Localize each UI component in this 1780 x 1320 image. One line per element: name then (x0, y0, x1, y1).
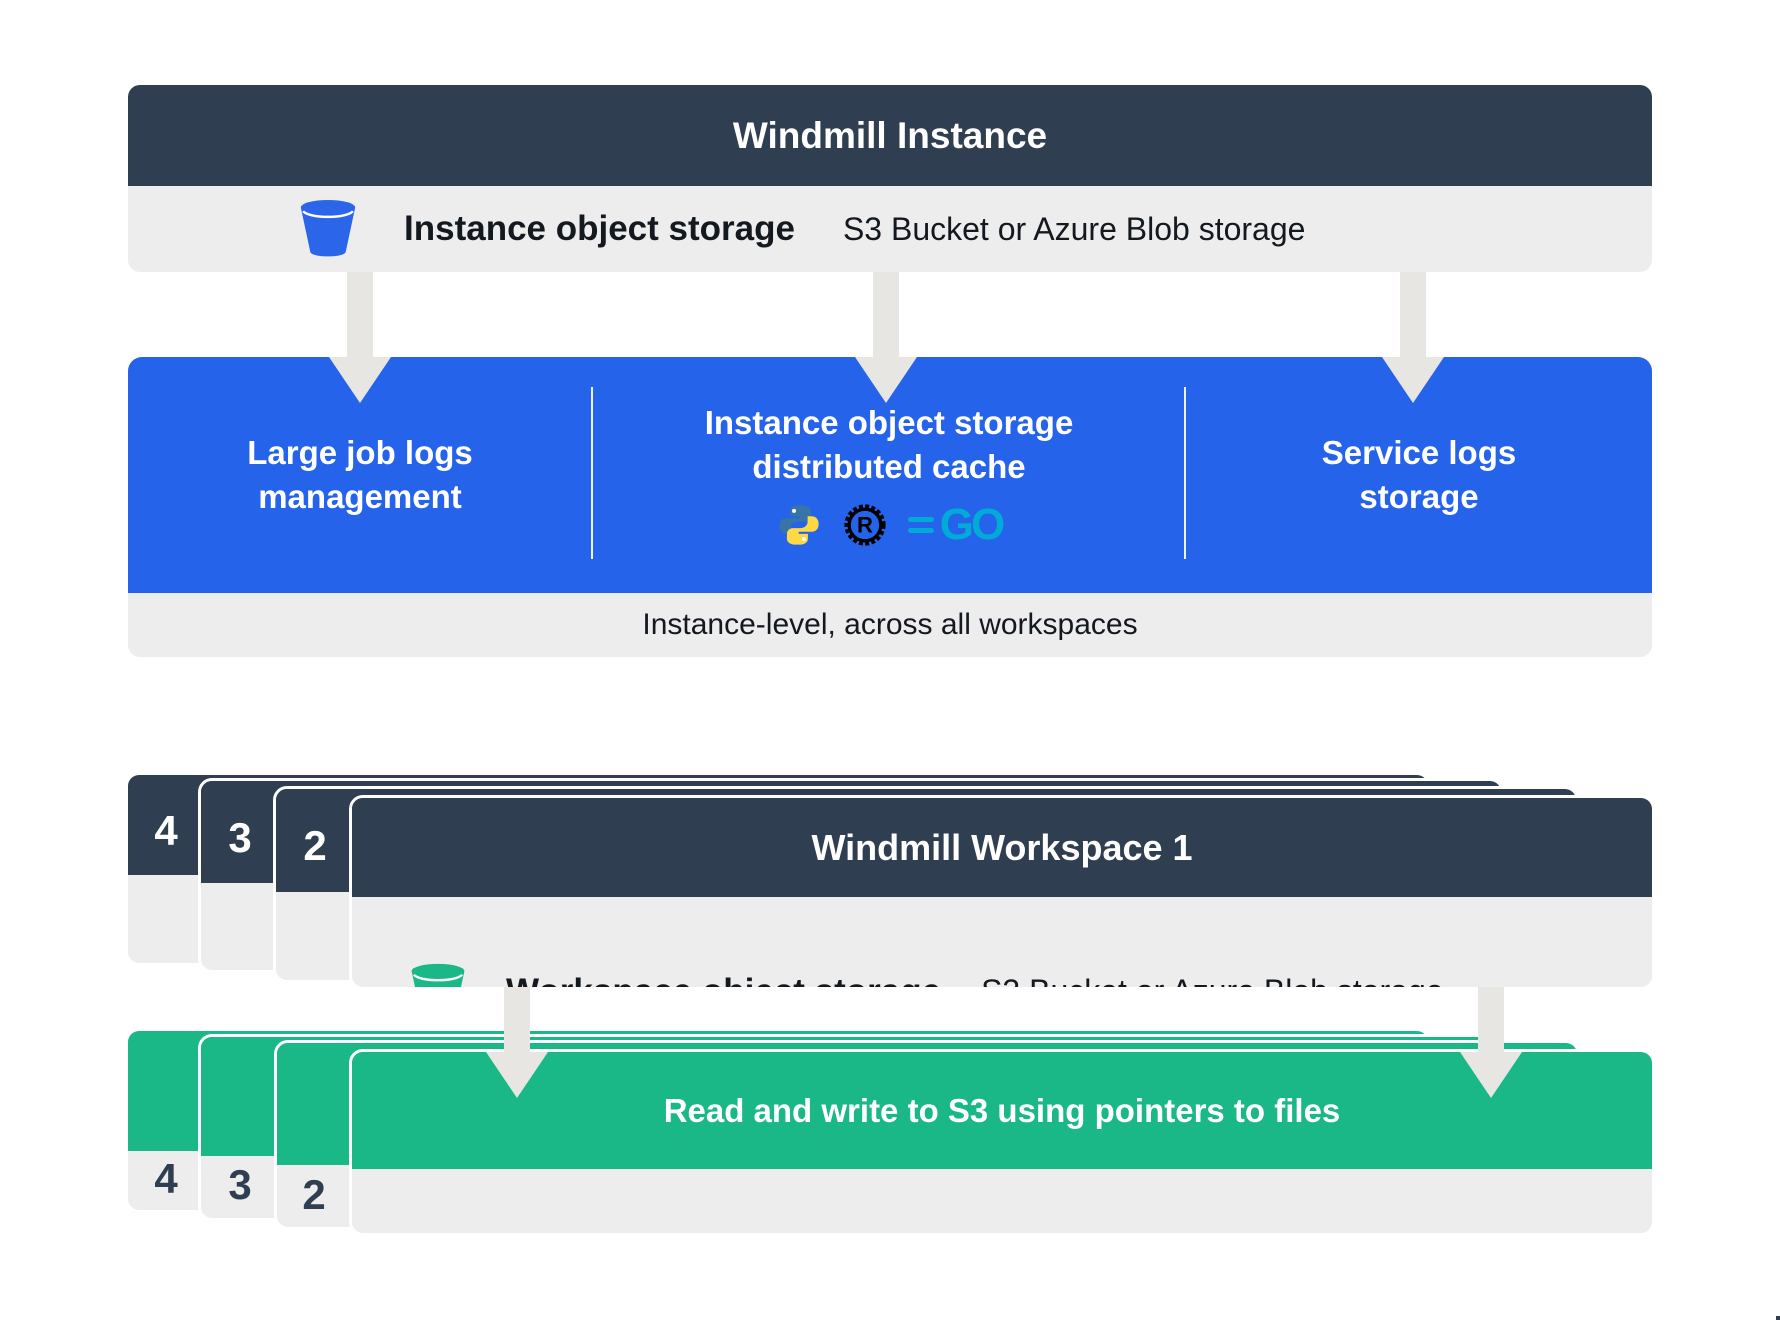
feature-line: Instance object storage (704, 404, 1074, 442)
go-logo-text: GO (939, 499, 1005, 549)
feature-line: distributed cache (752, 448, 1026, 485)
arrow-down-center (873, 272, 899, 358)
arrow-down-workspace-left (504, 987, 530, 1053)
workspace-stack-number-3: 3 (228, 814, 252, 861)
workspace-stack-number-2: 2 (303, 822, 327, 869)
green-stack-number-4: 4 (154, 1155, 178, 1202)
go-speed-lines (907, 516, 934, 533)
corner-artifact (1776, 1316, 1780, 1320)
feature-large-job-logs: Large job logs management (128, 357, 592, 593)
workspace-stack-number-4: 4 (154, 807, 178, 854)
green-stack-number-2: 2 (302, 1171, 326, 1218)
s3-action-banner: Read and write to S3 using pointers to f… (352, 1052, 1652, 1169)
column-divider (1184, 387, 1186, 559)
arrowhead-center (855, 357, 917, 403)
arrowhead-left (329, 357, 391, 403)
arrow-down-workspace-right (1478, 987, 1504, 1053)
bucket-icon (300, 199, 356, 257)
instance-title: Windmill Instance (732, 114, 1048, 156)
arrow-down-right (1400, 272, 1426, 358)
arrowhead-right (1382, 357, 1444, 403)
svg-text:R: R (857, 512, 873, 537)
language-icons-row: R GO (776, 499, 1005, 549)
workspace-storage-label: Workspace object storage (506, 972, 941, 988)
go-icon: GO (907, 499, 1005, 549)
instance-title-bar: Windmill Instance (128, 85, 1652, 186)
workspace-card-1: Windmill Workspace 1 Workspace object st… (349, 795, 1655, 990)
feature-distributed-cache: Instance object storage distributed cach… (592, 357, 1186, 593)
instance-storage-label: Instance object storage (404, 209, 795, 248)
column-divider (591, 387, 593, 559)
green-card-1: Read and write to S3 using pointers to f… (349, 1049, 1655, 1236)
instance-footer-text: Instance-level, across all workspaces (642, 608, 1138, 641)
instance-footer-bar: Instance-level, across all workspaces (128, 593, 1652, 657)
workspace-storage-detail: S3 Bucket or Azure Blob storage (981, 973, 1443, 987)
bucket-icon (411, 963, 465, 987)
workspace-title: Windmill Workspace 1 (811, 826, 1193, 868)
instance-features-box: Large job logs management Instance objec… (128, 357, 1652, 593)
instance-storage-detail: S3 Bucket or Azure Blob storage (842, 210, 1306, 247)
feature-line: Large job logs (247, 434, 473, 472)
green-stack-number-3: 3 (228, 1161, 252, 1208)
arrow-down-left (347, 272, 373, 358)
s3-action-text: Read and write to S3 using pointers to f… (663, 1091, 1341, 1129)
feature-service-logs: Service logs storage (1186, 357, 1652, 593)
instance-object-storage-bar: Instance object storage S3 Bucket or Azu… (128, 186, 1652, 272)
feature-line: management (258, 478, 462, 515)
workspace-footer-bar: Workspace-level, one setup per workspace (352, 1169, 1652, 1233)
workspace-object-storage-bar: Workspace object storage S3 Bucket or Az… (352, 897, 1652, 988)
feature-line: Service logs (1321, 434, 1517, 472)
rust-icon: R (844, 503, 886, 546)
arrowhead-workspace-right (1460, 1052, 1522, 1098)
feature-line: storage (1359, 478, 1479, 515)
workspace-title-bar: Windmill Workspace 1 (352, 798, 1652, 897)
python-icon (779, 504, 819, 545)
arrowhead-workspace-left (486, 1052, 548, 1098)
